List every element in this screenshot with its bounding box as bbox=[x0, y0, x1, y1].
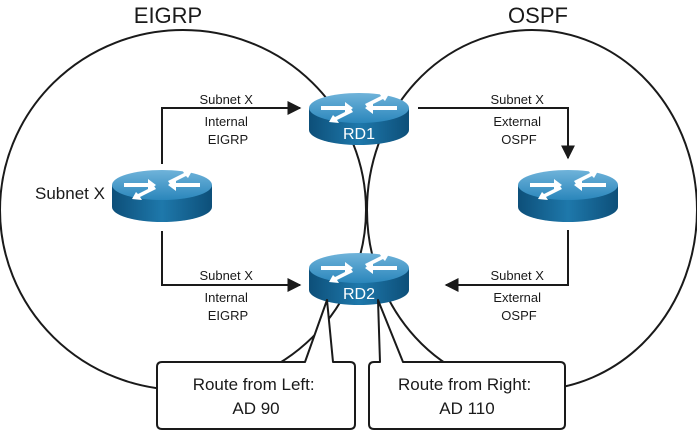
eigrp-router-icon bbox=[112, 170, 212, 222]
eigrp-domain-label: EIGRP bbox=[134, 3, 202, 28]
rd2-router-icon: RD2 bbox=[309, 253, 409, 305]
left-route-callout bbox=[156, 299, 356, 430]
rd1-label: RD1 bbox=[343, 126, 375, 143]
eigrp-to-rd2-arrow bbox=[161, 231, 302, 292]
ospf-to-rd2-label: Subnet X External OSPF bbox=[490, 268, 547, 323]
rd1-to-ospf-label: Subnet X External OSPF bbox=[490, 92, 547, 147]
right-route-callout bbox=[368, 299, 566, 430]
eigrp-to-rd1-label: Subnet X Internal EIGRP bbox=[199, 92, 256, 147]
ospf-domain-label: OSPF bbox=[508, 3, 568, 28]
subnet-x-label: Subnet X bbox=[35, 184, 105, 203]
ospf-to-rd2-arrow bbox=[444, 230, 569, 292]
left-callout-text: Route from Left: AD 90 bbox=[193, 375, 320, 418]
right-callout-text: Route from Right: AD 110 bbox=[398, 375, 536, 418]
ospf-router-icon bbox=[518, 170, 618, 222]
eigrp-to-rd1-arrow bbox=[161, 101, 302, 164]
eigrp-to-rd2-label: Subnet X Internal EIGRP bbox=[199, 268, 256, 323]
rd1-to-ospf-arrow bbox=[418, 107, 575, 160]
rd2-label: RD2 bbox=[343, 286, 375, 303]
rd1-router-icon: RD1 bbox=[309, 93, 409, 145]
